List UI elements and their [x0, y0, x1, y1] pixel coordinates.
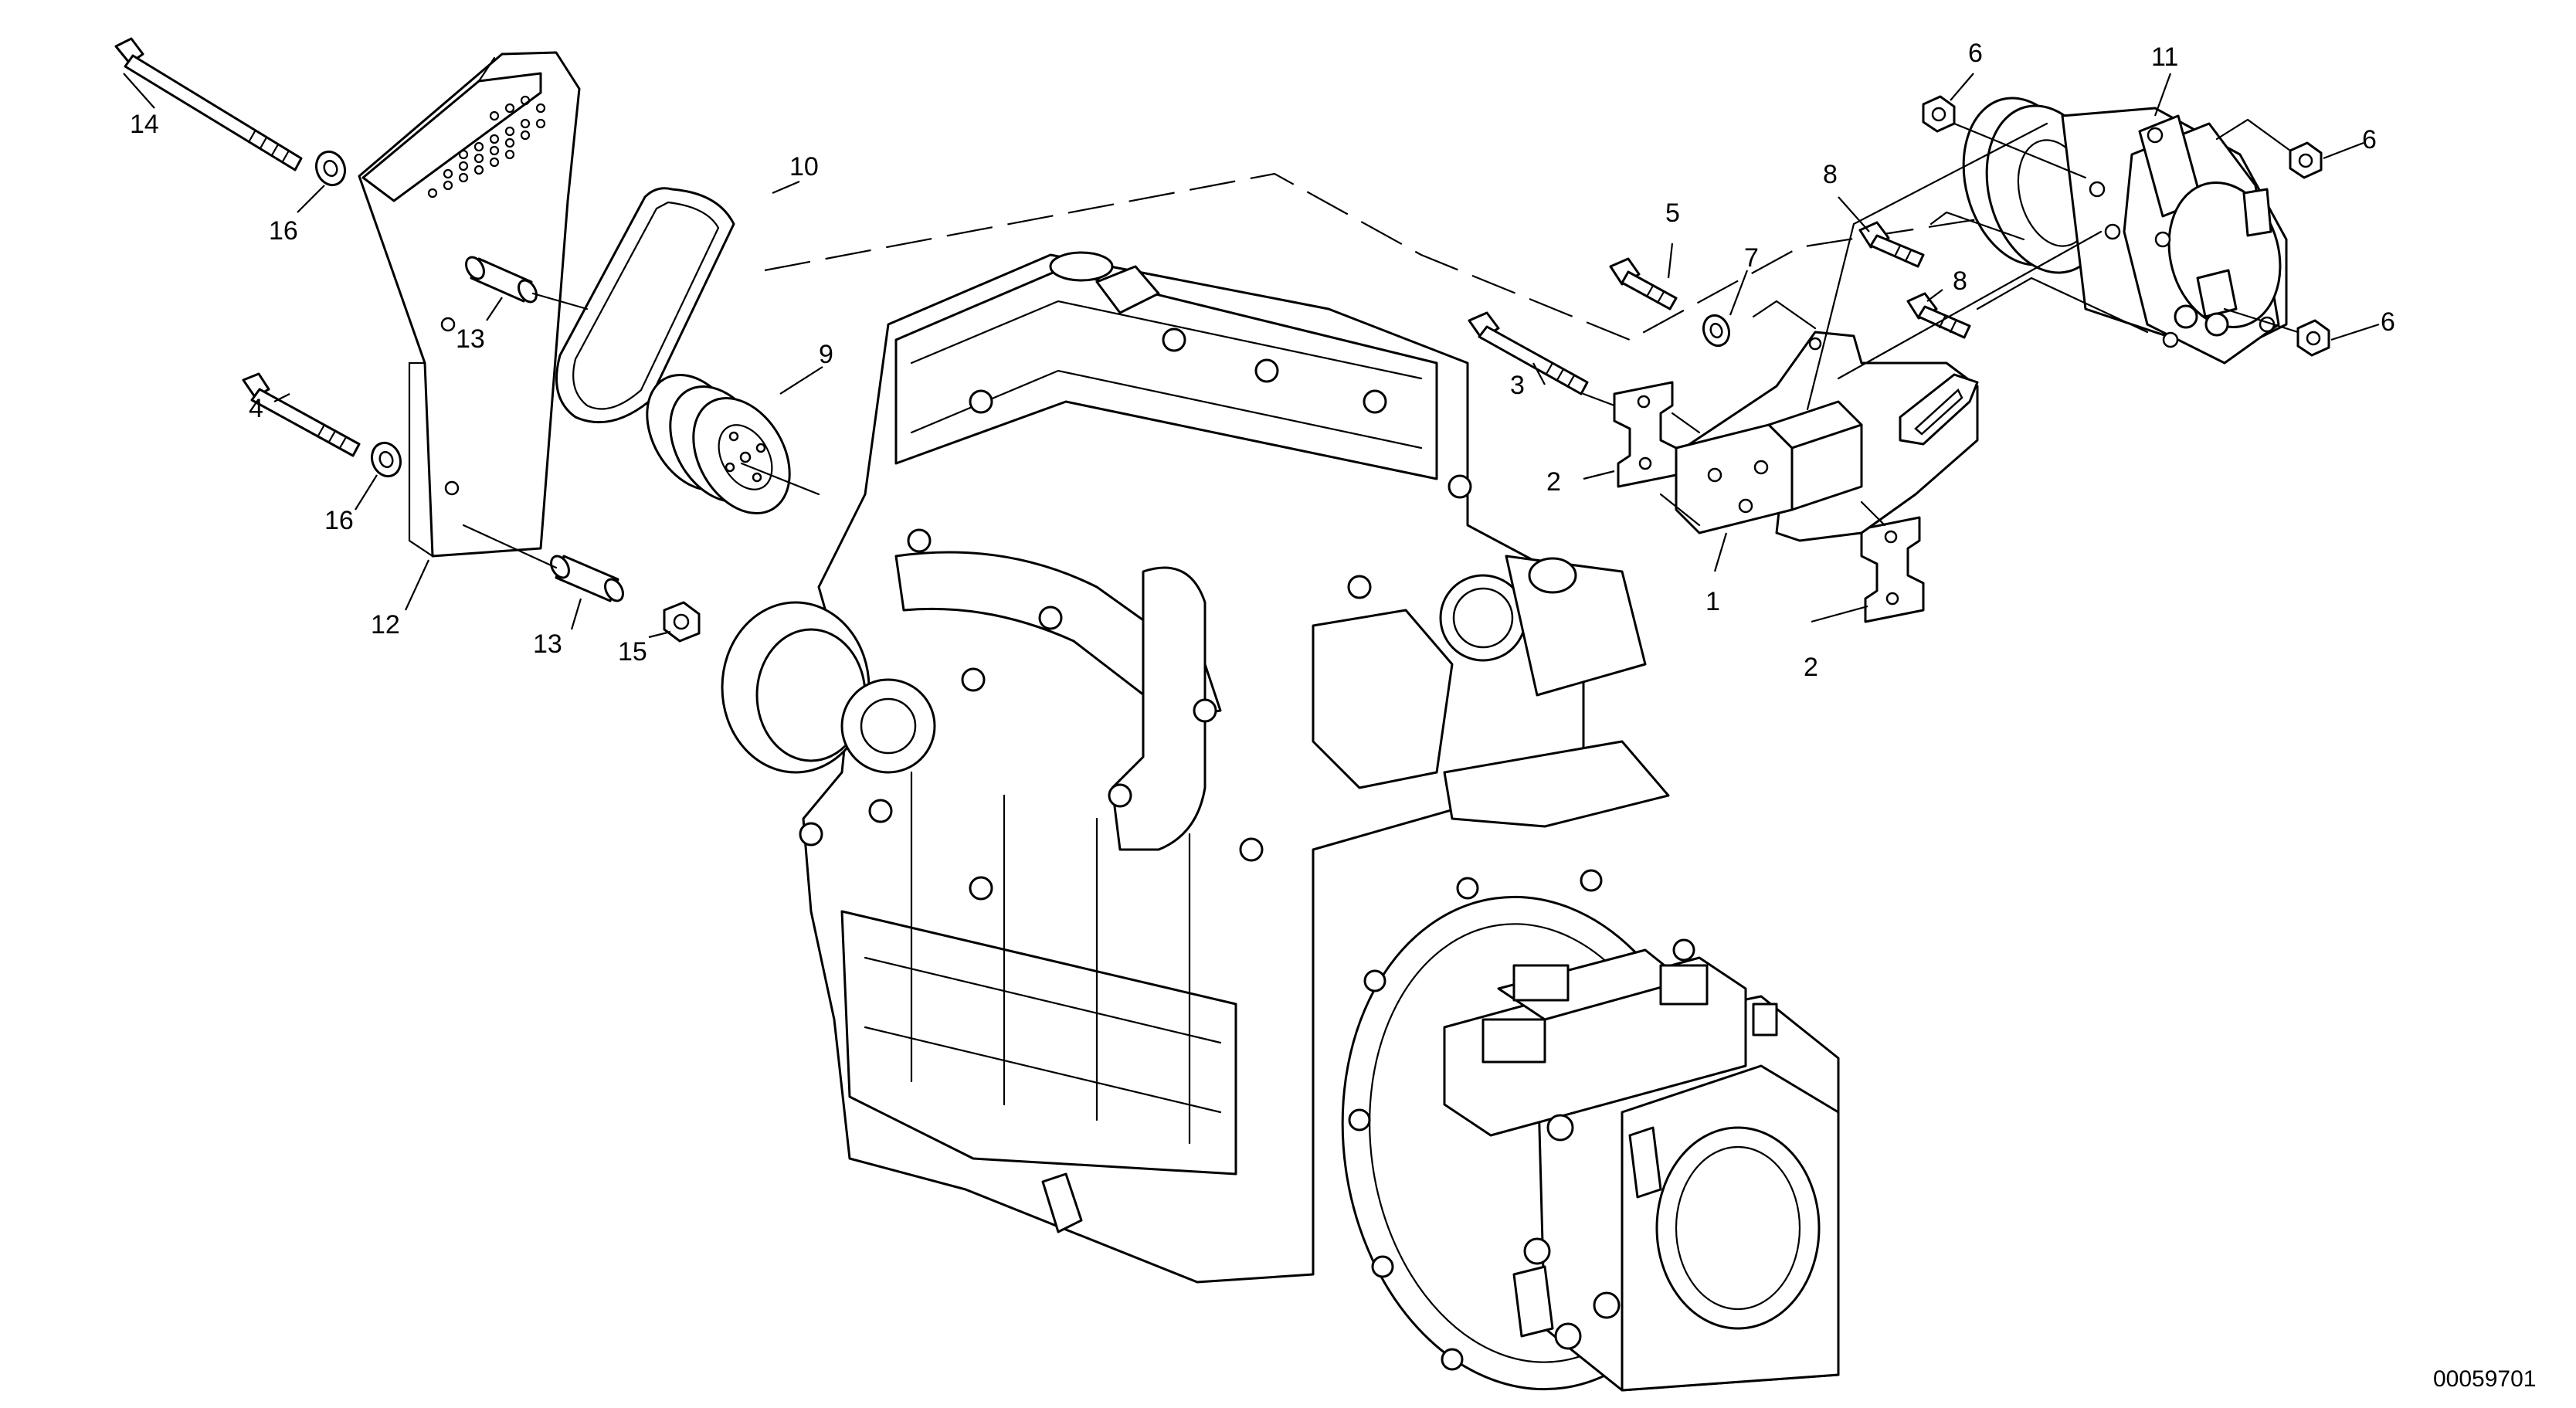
- document-number: 00059701: [2433, 1366, 2536, 1392]
- washer-hole: [1709, 322, 1723, 339]
- bolt-8-lower: [1906, 292, 1971, 339]
- bolt-14: [114, 37, 303, 171]
- callout-2-upper: 2: [1546, 467, 1561, 497]
- assembly-line: [740, 462, 820, 496]
- assembly-line: [1671, 412, 1701, 434]
- spacer-13-lower: [550, 555, 624, 602]
- assembly-line: [1953, 122, 2087, 179]
- assembly-line: [1659, 493, 1701, 527]
- bolt-5: [1609, 257, 1678, 310]
- assembly-dashed-line: [764, 172, 2048, 341]
- mount-hole: [444, 480, 460, 496]
- pulley-9: [646, 373, 791, 515]
- callout-9: 9: [819, 340, 833, 369]
- callout-15: 15: [618, 637, 647, 667]
- callout-6-right-lower: 6: [2381, 307, 2395, 337]
- washer-hole: [378, 450, 394, 469]
- callout-11: 11: [2151, 42, 2178, 72]
- bolt-4: [242, 372, 361, 457]
- callout-16-lower: 16: [324, 506, 354, 535]
- washer-hole: [323, 159, 338, 178]
- callout-6-right-upper: 6: [2362, 125, 2377, 154]
- callout-6-top: 6: [1968, 39, 1983, 68]
- assembly-line: [1837, 230, 2103, 380]
- assembly-line: [1860, 500, 1886, 527]
- callout-2-lower: 2: [1804, 653, 1818, 682]
- bolt-3: [1468, 311, 1589, 395]
- callout-8-lower: 8: [1953, 266, 1967, 296]
- bolt-8-upper: [1858, 221, 1925, 268]
- belt-guard-12: [358, 51, 581, 558]
- callout-16-upper: 16: [269, 216, 298, 246]
- assembly-line: [1752, 300, 1817, 330]
- nut-6-right-upper: [2289, 141, 2323, 179]
- assembly-line: [2223, 307, 2299, 334]
- assembly-line: [1976, 277, 2149, 334]
- assembly-line: [1929, 211, 2025, 241]
- callout-7: 7: [1744, 243, 1759, 273]
- engine-block: [721, 251, 1670, 1284]
- spacer-13-upper: [465, 256, 538, 304]
- bracket-plate-2-lower: [1860, 516, 1925, 623]
- callout-labels: 14 16 13 4 16 12 13 15 10 9 5 7 3 2 2 1 …: [130, 39, 2395, 682]
- hydraulic-pump: [1341, 869, 1840, 1392]
- mount-hole: [440, 317, 456, 332]
- callout-1: 1: [1705, 587, 1720, 616]
- assembly-line: [462, 524, 558, 569]
- assembly-line: [531, 292, 589, 310]
- compressor-bracket-1: [1675, 331, 1979, 542]
- assembly-line: [2215, 118, 2292, 152]
- callout-13-upper: 13: [456, 324, 485, 354]
- nut-6-top: [1922, 95, 1956, 133]
- callout-10: 10: [789, 152, 819, 182]
- perforation-holes: [427, 95, 546, 198]
- callout-8-upper: 8: [1823, 160, 1838, 189]
- assembly-line: [1806, 122, 2048, 411]
- callout-12: 12: [371, 610, 400, 640]
- assembly-line: [1582, 392, 1616, 407]
- callout-5: 5: [1665, 198, 1680, 228]
- callout-14: 14: [130, 110, 159, 139]
- ac-compressor-11: [1962, 97, 2288, 365]
- leader-lines: [123, 73, 2380, 639]
- nut-6-right-lower: [2296, 319, 2330, 357]
- v-belt-10: [555, 187, 735, 424]
- callout-3: 3: [1510, 371, 1525, 400]
- bracket-plate-2-upper: [1613, 381, 1678, 488]
- callout-13-lower: 13: [533, 629, 562, 659]
- nut-15: [663, 601, 701, 643]
- callout-4: 4: [249, 394, 263, 423]
